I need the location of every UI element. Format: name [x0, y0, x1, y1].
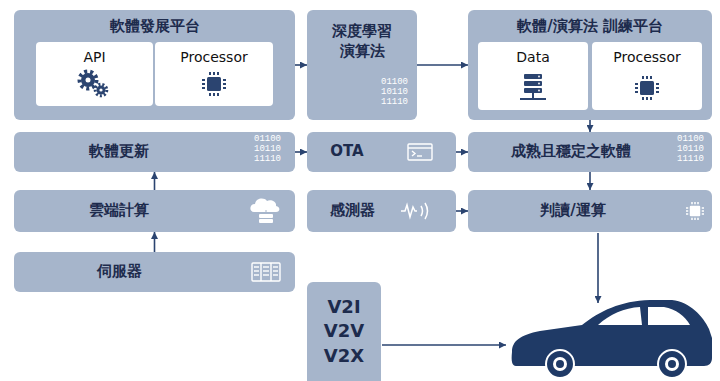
- flow-arrow: [589, 120, 591, 132]
- text-wrap: Data: [478, 48, 588, 66]
- car-illustration: [512, 300, 712, 378]
- server-icon: [520, 74, 546, 100]
- node-label: 感測器: [311, 201, 393, 221]
- node-label: Processor: [155, 48, 273, 66]
- text-wrap: 判讀/運算: [468, 201, 678, 221]
- process-box: 雲端計算: [14, 190, 295, 232]
- node-label: 軟體/演算法 訓練平台: [468, 17, 712, 37]
- text-wrap: 深度學習 演算法: [325, 22, 399, 61]
- flow-arrow: [589, 172, 591, 190]
- binary-code: 01100 10110 11110: [381, 78, 413, 108]
- platform-box: 軟體/演算法 訓練平台 DataProcessor: [468, 10, 712, 120]
- text-wrap: 軟體/演算法 訓練平台: [468, 17, 712, 37]
- communication-box: V2I V2V V2X: [307, 282, 381, 381]
- node-label: 軟體更新: [14, 142, 224, 162]
- chip-icon: [637, 78, 658, 99]
- node-label: API: [36, 48, 153, 66]
- text-wrap: 伺服器: [14, 262, 224, 282]
- flow-arrow: [295, 64, 307, 66]
- process-box: 成熟且穩定之軟體01100 10110 11110: [468, 132, 712, 172]
- text-wrap: 雲端計算: [14, 201, 224, 221]
- process-box: 判讀/運算: [468, 190, 712, 232]
- node-label: OTA: [317, 142, 377, 162]
- arrow-to-car: [382, 344, 506, 346]
- text-wrap: 01100 10110 11110: [254, 135, 286, 165]
- text-wrap: 軟體發展平台: [14, 17, 295, 37]
- binary-code: 01100 10110 11110: [254, 135, 286, 165]
- component-box: Data: [478, 42, 588, 110]
- text-wrap: 01100 10110 11110: [677, 135, 709, 165]
- text-wrap: 成熟且穩定之軟體: [468, 142, 673, 162]
- chip-icon: [204, 74, 225, 95]
- text-wrap: OTA: [317, 142, 377, 162]
- flow-arrow: [154, 232, 156, 252]
- node-label: 判讀/運算: [468, 201, 678, 221]
- flow-arrow: [456, 151, 468, 153]
- text-wrap: Processor: [592, 48, 702, 66]
- node-label: 深度學習 演算法: [325, 22, 399, 61]
- process-box: 伺服器: [14, 252, 295, 292]
- platform-box: 軟體發展平台 APIProcessor: [14, 10, 295, 120]
- chip-icon: [687, 203, 703, 219]
- flow-arrow: [295, 151, 307, 153]
- flow-arrow: [417, 64, 468, 66]
- text-wrap: API: [36, 48, 153, 66]
- text-wrap: V2I V2V V2X: [322, 295, 366, 368]
- node-label: 伺服器: [14, 262, 224, 282]
- text-wrap: 感測器: [311, 201, 393, 221]
- process-box: 軟體更新 01100 10110 11110: [14, 132, 295, 172]
- car-arrows: [382, 233, 598, 345]
- node-label: Processor: [592, 48, 702, 66]
- flow-arrow: [456, 210, 468, 212]
- process-box: OTA: [307, 132, 456, 172]
- text-wrap: Processor: [155, 48, 273, 66]
- component-box: Processor: [155, 42, 273, 106]
- gear-icon: [80, 72, 107, 96]
- arrow-to-car: [597, 233, 599, 303]
- component-box: API: [36, 42, 153, 106]
- terminal-icon: [408, 144, 432, 160]
- process-box: 感測器: [307, 190, 456, 232]
- node-label: 成熟且穩定之軟體: [468, 142, 673, 162]
- component-box: Processor: [592, 42, 702, 110]
- node-label: Data: [478, 48, 588, 66]
- node-label: 雲端計算: [14, 201, 224, 221]
- node-label: V2I V2V V2X: [322, 295, 366, 368]
- cloud-icon: [250, 199, 279, 223]
- binary-code: 01100 10110 11110: [677, 135, 709, 165]
- node-label: 軟體發展平台: [14, 17, 295, 37]
- process-box: 深度學習 演算法 01100 10110 11110: [307, 10, 417, 120]
- sensor-icon: [401, 203, 428, 219]
- flow-arrow: [154, 172, 156, 190]
- text-wrap: 軟體更新: [14, 142, 224, 162]
- rack-icon: [252, 263, 280, 281]
- text-wrap: 01100 10110 11110: [381, 78, 413, 108]
